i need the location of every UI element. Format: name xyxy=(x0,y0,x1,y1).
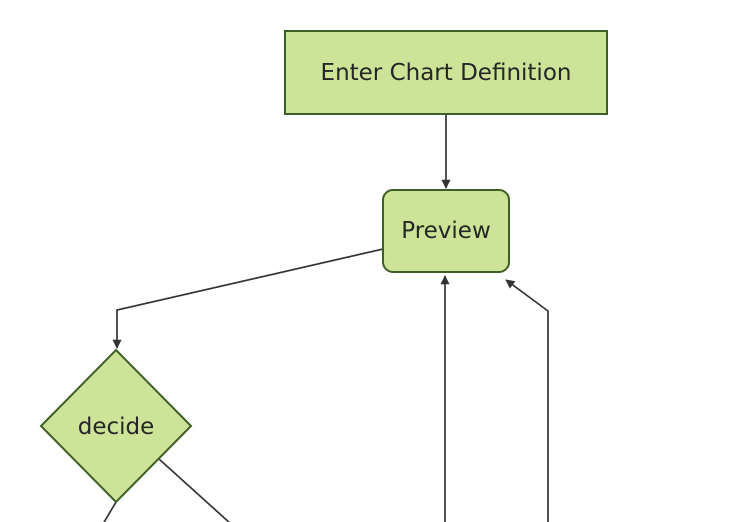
node-preview-shape xyxy=(382,189,510,273)
node-enter-chart-definition-shape xyxy=(284,30,608,115)
edge-offscreen-bottom-far-right-to-preview xyxy=(505,279,549,522)
node-preview: Preview xyxy=(382,189,510,273)
edge-decide-to-offscreen-bottom-right xyxy=(158,458,231,522)
node-enter-chart-definition-label: Enter Chart Definition xyxy=(321,60,572,86)
node-enter-chart-definition: Enter Chart Definition xyxy=(284,30,608,115)
edge-decide-to-offscreen-bottom-left xyxy=(103,501,117,522)
edge-preview-to-decide xyxy=(112,248,384,349)
node-preview-label: Preview xyxy=(401,218,491,244)
node-decide-label: decide xyxy=(78,414,155,440)
node-decide-shape xyxy=(39,348,193,504)
node-decide: decide xyxy=(39,348,193,504)
